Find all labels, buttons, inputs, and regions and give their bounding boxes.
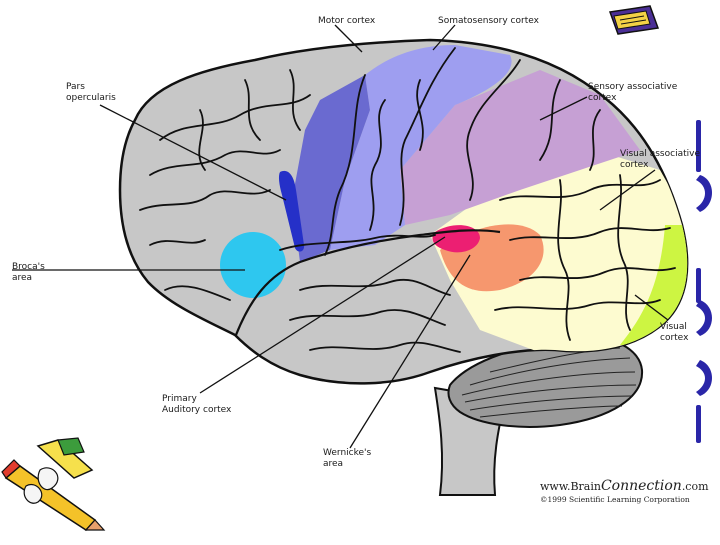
gyri-texture bbox=[139, 47, 676, 353]
brand-prefix: www.Brain bbox=[540, 480, 601, 493]
lateral-fissure bbox=[234, 229, 501, 336]
sensory-associative-region bbox=[400, 70, 640, 225]
pencil-clipart bbox=[1, 437, 106, 531]
pointer-pars bbox=[99, 104, 287, 201]
pointer-visual-assoc bbox=[599, 169, 656, 211]
pointer-auditory bbox=[199, 236, 446, 394]
brand-main: Connection bbox=[600, 478, 682, 494]
label-pars-opercularis: Pars opercularis bbox=[66, 82, 116, 103]
brand-suffix: .com bbox=[681, 480, 709, 493]
label-primary-auditory-cortex: Primary Auditory cortex bbox=[162, 394, 232, 415]
visual-associative-region bbox=[430, 150, 688, 360]
notebook-clipart bbox=[608, 5, 660, 35]
pointer-visual bbox=[634, 294, 669, 321]
label-visual-associative-cortex: Visual associative cortex bbox=[620, 149, 700, 170]
brocas-region bbox=[220, 232, 286, 298]
label-somatosensory-cortex: Somatosensory cortex bbox=[438, 16, 539, 26]
label-motor-cortex: Motor cortex bbox=[318, 16, 376, 26]
label-sensory-associative-cortex: Sensory associative cortex bbox=[588, 82, 678, 103]
pointer-sensory-assoc bbox=[539, 96, 588, 121]
brand-url: www.BrainConnection.com bbox=[540, 478, 709, 494]
label-brocas-area: Broca's area bbox=[12, 262, 45, 283]
copyright-text: ©1999 Scientific Learning Corporation bbox=[540, 495, 690, 504]
pars-opercularis-region bbox=[278, 170, 305, 252]
somatosensory-region bbox=[330, 45, 512, 250]
credit-block: www.BrainConnection.com ©1999 Scientific… bbox=[540, 478, 709, 504]
label-wernickes-area: Wernicke's area bbox=[323, 448, 372, 469]
pointer-lines bbox=[12, 24, 669, 449]
motor-region bbox=[292, 75, 370, 262]
label-visual-cortex: Visual cortex bbox=[660, 322, 689, 343]
spiral-binding bbox=[696, 120, 712, 443]
pointer-motor bbox=[334, 24, 363, 53]
pointer-wernicke bbox=[349, 254, 471, 449]
pointer-somatosensory bbox=[432, 24, 456, 51]
